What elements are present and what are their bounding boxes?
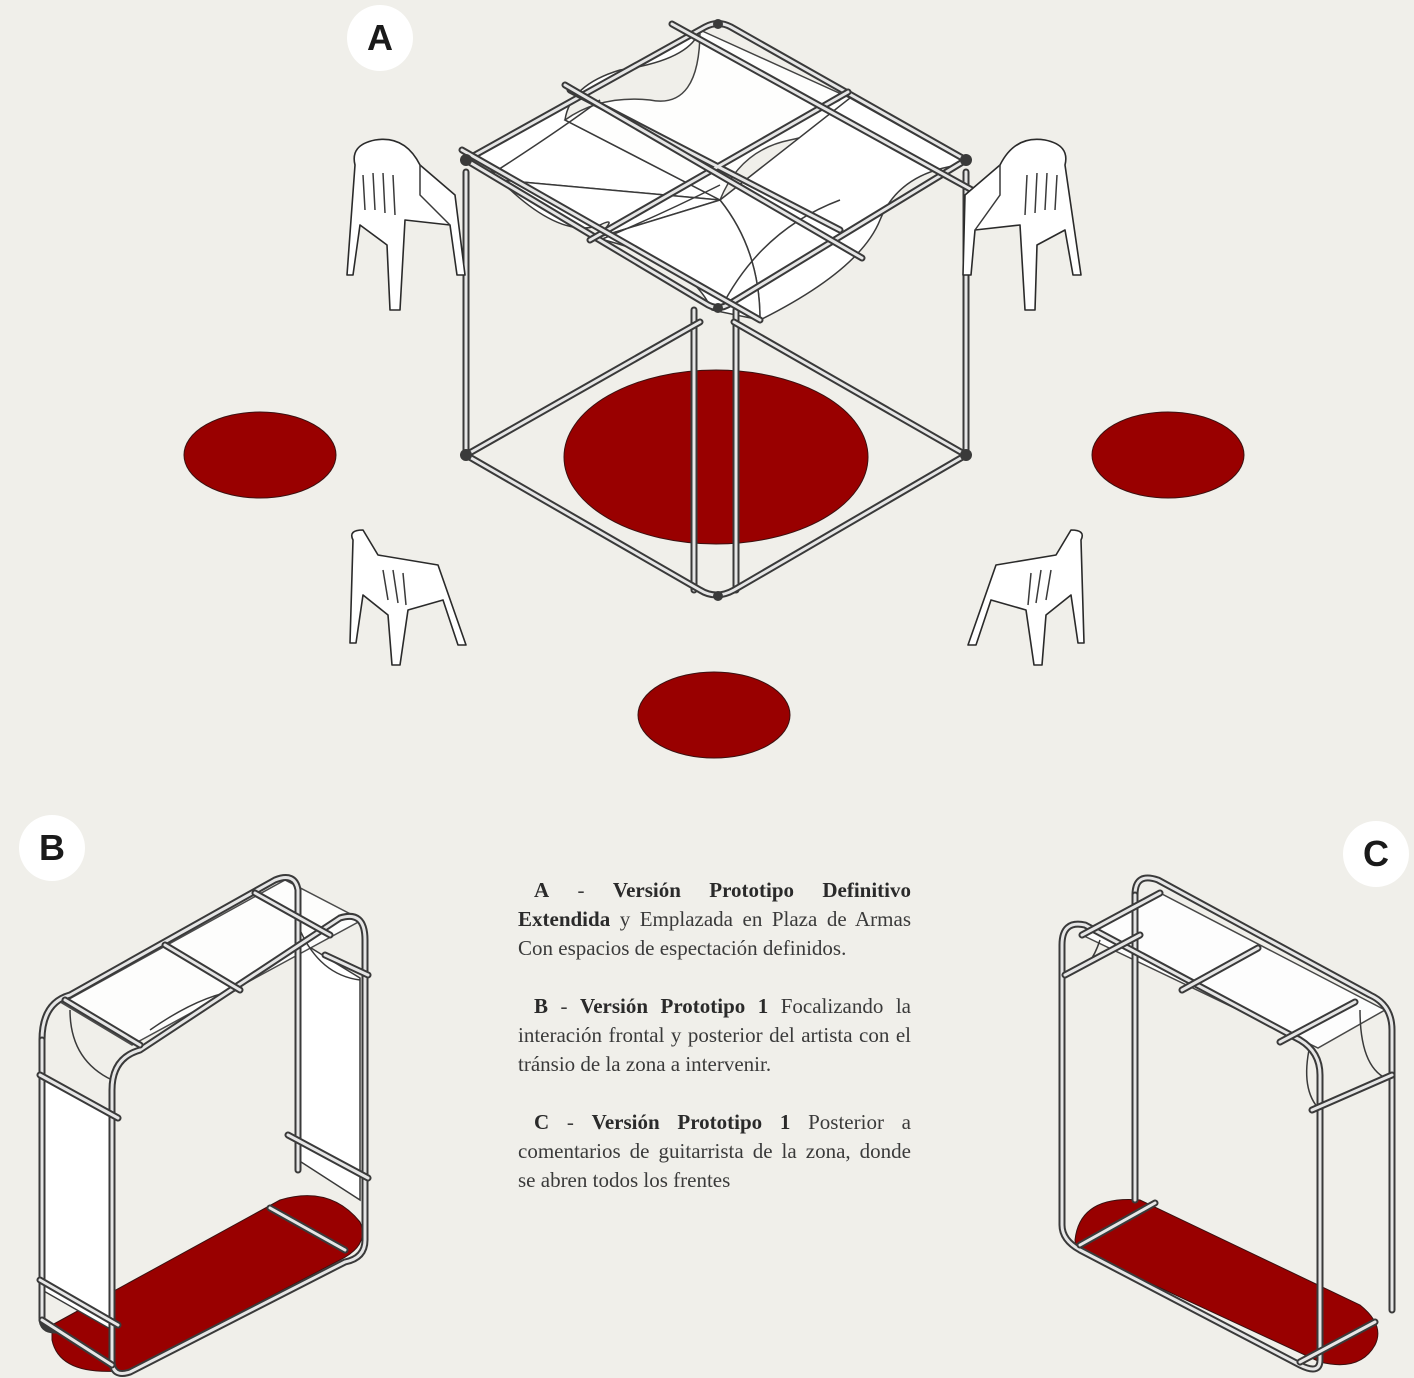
badge-b: B: [19, 815, 85, 881]
badge-a: A: [347, 5, 413, 71]
caption-c-text: Posterior a comentarios de guitarrista d…: [518, 1110, 911, 1192]
caption-b-letter: B: [534, 994, 549, 1018]
red-circle-right: [1091, 411, 1245, 499]
caption-a-title: Versión Prototipo Definitivo Extendida: [518, 878, 911, 931]
caption-b-sep: -: [548, 994, 580, 1018]
plastic-chair-icon: [349, 529, 467, 666]
caption-a-text: y Emplazada en Plaza de Armas Con espaci…: [518, 907, 911, 960]
captions: A - Versión Prototipo Definitivo Extendi…: [518, 876, 911, 1224]
caption-c-sep: -: [549, 1110, 592, 1134]
caption-a: A - Versión Prototipo Definitivo Extendi…: [518, 876, 911, 963]
red-circle-left: [183, 411, 337, 499]
caption-a-sep: -: [549, 878, 613, 902]
caption-c-letter: C: [534, 1110, 550, 1134]
canopy-panel-1: [476, 28, 721, 201]
caption-c: C - Versión Prototipo 1 Posterior a come…: [518, 1108, 911, 1195]
structure-c: [1058, 874, 1396, 1373]
plastic-chair-icon: [967, 529, 1085, 666]
caption-b-title: Versión Prototipo 1: [579, 994, 769, 1018]
plastic-chair-icon: [346, 138, 466, 311]
structure-b: [36, 874, 372, 1377]
caption-b-text: Focalizando la interación frontal y post…: [518, 994, 912, 1076]
badge-c: C: [1343, 821, 1409, 887]
red-circle-bottom: [637, 671, 791, 759]
structure-a: [458, 19, 976, 601]
caption-c-title: Versión Prototipo 1: [591, 1110, 791, 1134]
red-circle-center: [563, 369, 869, 545]
caption-a-letter: A: [534, 878, 550, 902]
caption-b: B - Versión Prototipo 1 Focalizando la i…: [518, 992, 911, 1079]
plastic-chair-icon: [962, 138, 1082, 311]
